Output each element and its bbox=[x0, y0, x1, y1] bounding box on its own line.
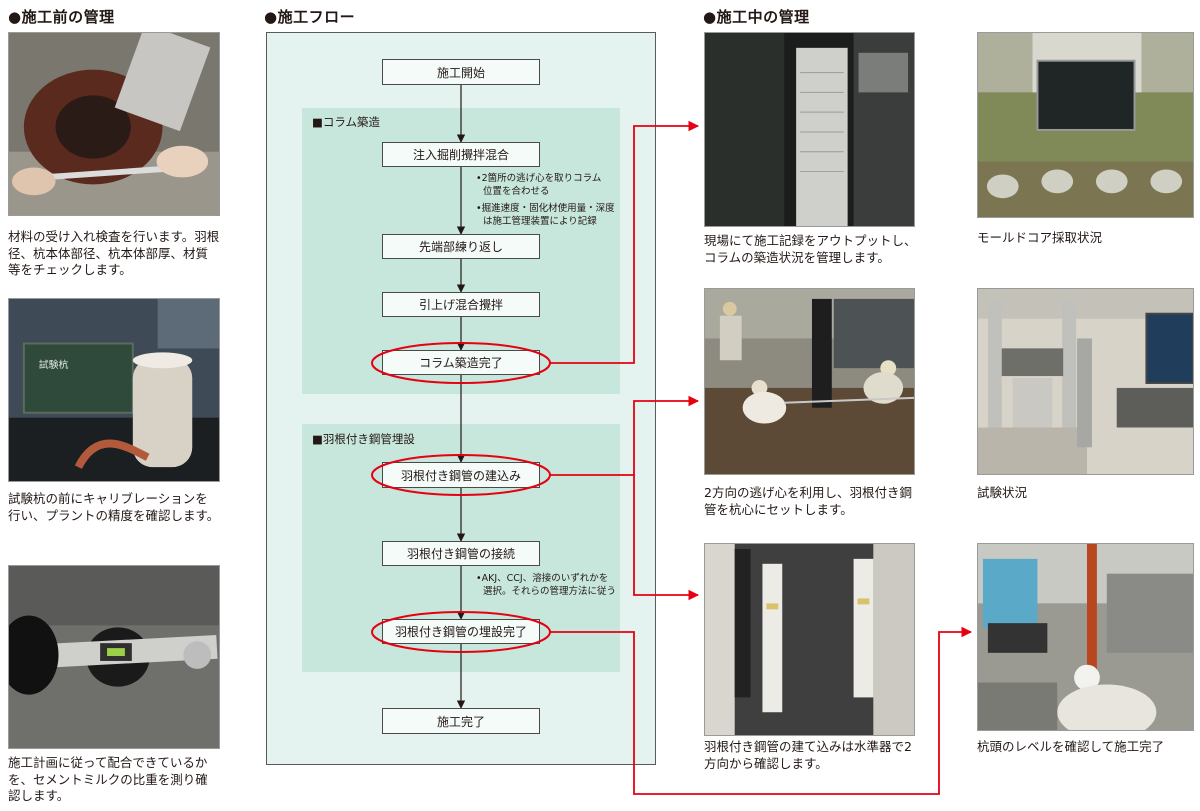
pipe-setting-photo bbox=[704, 288, 915, 475]
specific-gravity-photo bbox=[8, 565, 220, 749]
flow-step-end: 施工完了 bbox=[382, 708, 540, 734]
flow-step-lift-mixing: 引上げ混合攪拌 bbox=[382, 292, 540, 317]
material-inspection-photo bbox=[8, 32, 220, 216]
flow-step-start: 施工開始 bbox=[382, 59, 540, 85]
record-output-caption: 現場にて施工記録をアウトプットし、コラムの築造状況を管理します。 bbox=[704, 233, 917, 265]
calibration-photo: 試験杭 bbox=[8, 298, 220, 482]
during-construction-heading: ●施工中の管理 bbox=[703, 8, 810, 26]
record-output-photo bbox=[704, 32, 915, 227]
material-inspection-caption: 材料の受け入れ検査を行います。羽根径、杭本体部径、杭本体部厚、材質等をチェックし… bbox=[8, 229, 220, 277]
construction-flow-heading: ●施工フロー bbox=[264, 8, 356, 26]
flow-note-line: •掘進速度・固化材使用量・深度 bbox=[476, 203, 615, 214]
flow-note-line: は施工管理装置により記録 bbox=[483, 216, 597, 227]
pile-head-level-caption: 杭頭のレベルを確認して施工完了 bbox=[977, 739, 1165, 754]
pipe-embedding-section-label: ■羽根付き鋼管埋設 bbox=[312, 432, 415, 446]
svg-text:試験杭: 試験杭 bbox=[39, 358, 69, 371]
test-situation-photo bbox=[977, 288, 1194, 475]
flow-note-line: •2箇所の逃げ心を取りコラム bbox=[476, 173, 602, 184]
flow-note-line: 選択。それらの管理方法に従う bbox=[483, 586, 617, 597]
test-situation-caption: 試験状況 bbox=[977, 485, 1028, 500]
flow-note-line: 位置を合わせる bbox=[483, 186, 550, 197]
pile-head-level-photo bbox=[977, 543, 1194, 731]
flow-step-tip-remixing: 先端部練り返し bbox=[382, 234, 540, 259]
level-check-caption: 羽根付き鋼管の建て込みは水準器で2方向から確認します。 bbox=[704, 739, 912, 771]
flow-step-column-complete: コラム築造完了 bbox=[382, 350, 540, 375]
pipe-setting-caption: 2方向の逃げ心を利用し、羽根付き鋼管を杭心にセットします。 bbox=[704, 485, 912, 517]
column-construction-section-label: ■コラム築造 bbox=[312, 115, 381, 129]
mold-core-caption: モールドコア採取状況 bbox=[977, 230, 1103, 245]
flow-step-injection-mixing: 注入掘削攪拌混合 bbox=[382, 142, 540, 167]
flow-note-line: •AKJ、CCJ、溶接のいずれかを bbox=[476, 573, 609, 584]
mold-core-photo bbox=[977, 32, 1194, 218]
flow-step-pipe-embed-complete: 羽根付き鋼管の埋設完了 bbox=[382, 619, 540, 644]
level-check-photo bbox=[704, 543, 915, 736]
calibration-caption: 試験杭の前にキャリブレーションを行い、プラントの精度を確認します。 bbox=[8, 491, 220, 523]
specific-gravity-caption: 施工計画に従って配合できているかを、セメントミルクの比重を測り確認します。 bbox=[8, 755, 208, 803]
flow-step-pipe-connection: 羽根付き鋼管の接続 bbox=[382, 541, 540, 566]
flow-step-pipe-erection: 羽根付き鋼管の建込み bbox=[382, 462, 540, 488]
before-construction-heading: ●施工前の管理 bbox=[8, 8, 115, 26]
